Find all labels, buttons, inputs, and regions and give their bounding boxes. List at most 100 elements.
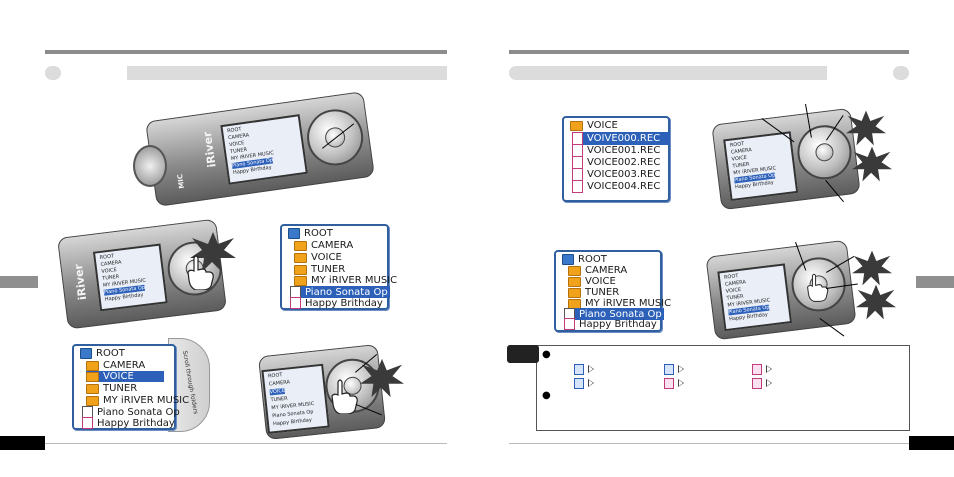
folder-icon — [294, 240, 307, 251]
player-device-1: iRiver MIC ROOT CAMERA VOICE TUNER MY iR… — [145, 91, 375, 207]
device-screen-4: ROOT CAMERA VOICE TUNER MY iRIVER MUSIC … — [723, 131, 799, 202]
section-header-cap-left — [45, 66, 61, 80]
menu-item-selected[interactable]: Piano Sonata Op — [564, 308, 664, 320]
menu-header: ROOT — [288, 228, 333, 239]
menu-header: ROOT — [562, 254, 607, 265]
footer-tab-left — [0, 436, 45, 450]
edge-tab-left — [0, 276, 38, 288]
file-type-icon — [664, 364, 674, 375]
hand-pointer-icon — [187, 255, 214, 290]
folder-icon — [86, 360, 99, 371]
folder-icon — [568, 276, 581, 287]
folder-icon — [86, 371, 99, 382]
screen-row-selected: VOICE — [269, 387, 286, 396]
play-triangle-icon — [678, 379, 684, 387]
section-header-bar-right — [509, 66, 827, 80]
folder-icon — [294, 264, 307, 275]
root-menu-voice-selected: ROOT CAMERA VOICE TUNER MY iRIVER MUSIC … — [72, 344, 189, 430]
menu-item[interactable]: TUNER — [86, 383, 137, 394]
menu-header: VOICE — [570, 120, 618, 131]
press-burst-icon — [190, 232, 236, 272]
section-header-cap-right — [893, 66, 909, 80]
note-badge — [507, 345, 539, 363]
mic-label: MIC — [176, 173, 187, 190]
footer-line-left — [45, 443, 447, 444]
play-triangle-icon — [588, 365, 594, 373]
wheel-center-button[interactable] — [814, 142, 835, 163]
menu-item-selected[interactable]: VOICE — [86, 371, 164, 382]
folder-icon — [568, 287, 581, 298]
menu-item[interactable]: TUNER — [568, 287, 619, 298]
bullet-icon: ● — [542, 349, 551, 360]
voice-item[interactable]: VOICE004.REC — [572, 180, 660, 193]
menu-item[interactable]: TUNER — [294, 264, 345, 275]
hand-pointer-icon — [331, 379, 358, 414]
root-menu-right: ROOT CAMERA VOICE TUNER MY iRIVER MUSIC … — [554, 250, 671, 332]
screen-row: ROOT — [267, 372, 283, 380]
section-header-bar-left — [127, 66, 447, 80]
menu-header: ROOT — [80, 348, 125, 359]
scroll-caption: Scroll through folders — [180, 350, 200, 415]
device-brand: iRiver — [71, 263, 90, 301]
file-type-icon — [574, 378, 584, 389]
footer-tab-right — [909, 436, 954, 450]
menu-item[interactable]: MY iRIVER MUSIC — [294, 275, 397, 286]
folder-icon — [570, 120, 583, 131]
top-rule-right — [509, 50, 909, 54]
root-menu-screen: ROOT CAMERA VOICE TUNER MY iRIVER MUSIC … — [280, 224, 397, 310]
device-screen-2: ROOT CAMERA VOICE TUNER MY iRIVER MUSIC … — [92, 243, 168, 312]
menu-item[interactable]: Happy Brithday — [290, 297, 383, 309]
press-burst-icon — [846, 110, 886, 146]
footer-line-right — [509, 443, 909, 444]
voice-file-list: VOICE VOIVE000.REC VOICE001.REC VOICE002… — [562, 116, 671, 202]
root-icon — [562, 254, 574, 265]
press-burst-icon — [852, 250, 892, 286]
screen-row: CAMERA — [268, 379, 291, 388]
screen-row: Happy Birthday — [272, 417, 313, 428]
file-type-icon — [752, 364, 762, 375]
menu-item[interactable]: CAMERA — [294, 240, 353, 251]
device-screen-5: ROOT CAMERA VOICE TUNER MY iRIVER MUSIC … — [717, 263, 793, 332]
menu-item[interactable]: MY iRIVER MUSIC — [86, 395, 189, 406]
play-triangle-icon — [678, 365, 684, 373]
hand-pointer-icon — [807, 273, 829, 302]
menu-item[interactable]: CAMERA — [86, 360, 145, 371]
menu-item[interactable]: VOICE — [568, 276, 616, 287]
file-type-icon — [664, 378, 674, 389]
folder-icon — [568, 265, 581, 276]
device-screen-1: ROOT CAMERA VOICE TUNER MY iRIVER MUSIC … — [220, 114, 308, 185]
folder-icon — [86, 395, 99, 406]
top-rule-left — [45, 50, 447, 54]
folder-icon — [86, 383, 99, 394]
player-device-5: ROOT CAMERA VOICE TUNER MY iRIVER MUSIC … — [705, 239, 857, 341]
note-box — [536, 345, 910, 431]
folder-icon — [568, 298, 581, 309]
menu-item[interactable]: VOICE — [294, 252, 342, 263]
press-burst-icon — [852, 146, 892, 182]
folder-icon — [294, 275, 307, 286]
edge-tab-right — [916, 276, 954, 288]
root-icon — [80, 348, 92, 359]
menu-item[interactable]: Happy Brithday — [564, 318, 657, 330]
play-triangle-icon — [766, 365, 772, 373]
bullet-icon: ● — [542, 390, 551, 401]
play-triangle-icon — [766, 379, 772, 387]
menu-item[interactable]: CAMERA — [568, 265, 627, 276]
press-burst-icon — [360, 358, 404, 398]
music-file-icon — [290, 297, 301, 309]
root-icon — [288, 228, 300, 239]
play-triangle-icon — [588, 379, 594, 387]
menu-item-selected[interactable]: Piano Sonata Op — [290, 286, 390, 298]
screen-row: TUNER — [270, 395, 288, 404]
file-type-icon — [574, 364, 584, 375]
folder-icon — [294, 252, 307, 263]
dial-knob — [133, 145, 167, 187]
device-brand: iRiver — [200, 130, 219, 169]
music-file-icon — [564, 318, 575, 330]
device-screen-3: ROOT CAMERA VOICE TUNER MY iRIVER MUSIC … — [261, 363, 330, 434]
menu-item[interactable]: Happy Brithday — [82, 417, 175, 429]
press-burst-icon — [856, 284, 896, 320]
file-type-icon — [752, 378, 762, 389]
music-file-icon — [82, 417, 93, 429]
voice-file-icon — [572, 180, 583, 193]
